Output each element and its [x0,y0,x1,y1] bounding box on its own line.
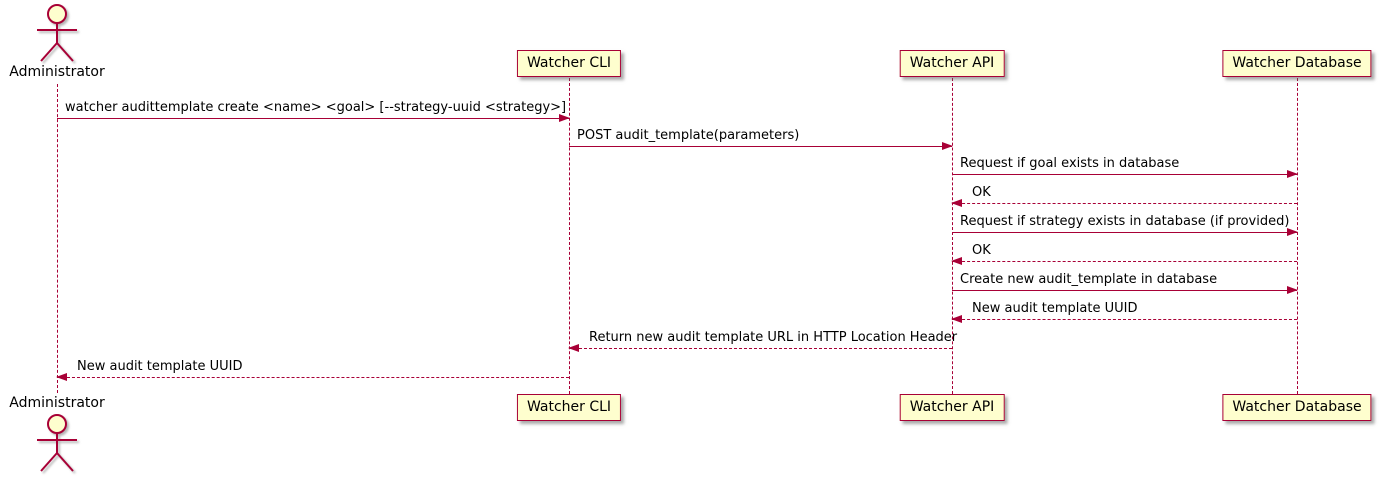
message-label: New audit template UUID [972,301,1138,316]
arrowhead-icon [951,199,962,207]
arrowhead-icon [1287,228,1298,236]
arrowhead-icon [1287,170,1298,178]
arrowhead-icon [951,315,962,323]
message-label: Request if goal exists in database [960,156,1180,171]
message-label: New audit template UUID [77,359,243,374]
message-label: OK [972,243,991,258]
participant-bottom-db: Watcher Database [1222,394,1372,421]
actor-icon [37,414,77,472]
lifeline-admin [57,84,58,393]
message-line [951,199,1297,207]
participant-top-cli: Watcher CLI [516,50,622,77]
message-label: watcher audittemplate create <name> <goa… [65,100,567,115]
arrowhead-icon [1287,286,1298,294]
message-line [569,142,953,150]
message-line [952,228,1298,236]
arrowhead-icon [559,114,570,122]
arrowhead-icon [568,344,579,352]
message-line [952,170,1298,178]
message-line [951,315,1297,323]
message-label: POST audit_template(parameters) [577,128,800,143]
actor-label-top: Administrator [9,64,105,80]
message-line [56,373,569,381]
message-label: Create new audit_template in database [960,272,1218,287]
message-line [57,114,570,122]
participant-top-db: Watcher Database [1222,50,1372,77]
lifeline-db [1297,78,1298,394]
message-line [952,286,1298,294]
lifeline-cli [569,78,570,394]
participant-bottom-cli: Watcher CLI [516,394,622,421]
actor-icon [37,4,77,62]
arrowhead-icon [56,373,67,381]
message-label: Request if strategy exists in database (… [960,214,1290,229]
lifeline-api [952,78,953,394]
participant-top-api: Watcher API [899,50,1005,77]
message-line [951,257,1297,265]
arrowhead-icon [942,142,953,150]
arrowhead-icon [951,257,962,265]
message-label: OK [972,185,991,200]
message-label: Return new audit template URL in HTTP Lo… [589,330,958,345]
message-line [568,344,952,352]
participant-bottom-api: Watcher API [899,394,1005,421]
actor-label-bottom: Administrator [9,395,105,411]
